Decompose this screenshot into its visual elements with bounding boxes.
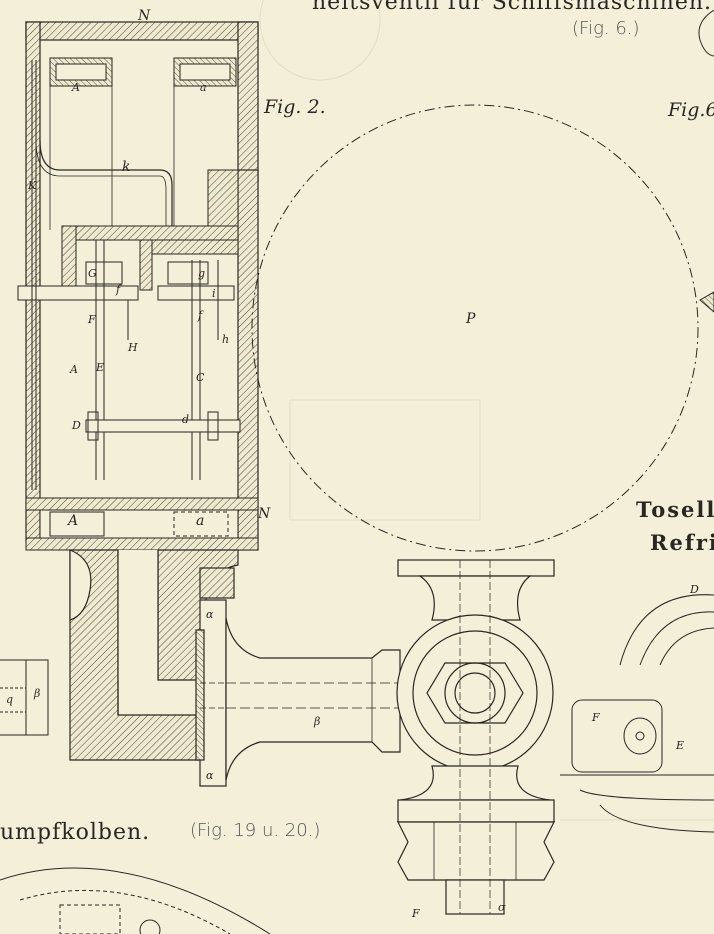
label-A-top: A [72, 81, 80, 94]
label-a-bottom: a [196, 513, 205, 529]
fig6-label: Fig.6 [668, 99, 714, 121]
header-fig-ref: (Fig. 6.) [572, 18, 640, 39]
label-k: k [122, 159, 131, 175]
label-beta-left: β [34, 687, 41, 700]
label-f2: f [198, 309, 203, 322]
fig2-label: Fig. 2. [264, 96, 326, 118]
label-E-right: E [676, 739, 685, 752]
section-title-line1: Tosell [636, 497, 714, 522]
label-i: i [212, 287, 216, 300]
pipe-k [39, 139, 173, 230]
left-fragment [0, 659, 49, 736]
label-D-right: D [690, 583, 699, 596]
cylinder-a [173, 57, 237, 230]
header-title: heitsventil für Schiffsmaschinen. [312, 0, 713, 15]
section-title-line2: Refri [650, 530, 714, 555]
caption-bottom: umpfkolben. [0, 820, 151, 845]
caption-bottom-fig-ref: (Fig. 19 u. 20.) [190, 820, 321, 841]
rod-K [31, 60, 37, 490]
circle-P [251, 104, 699, 552]
valve-mechanism [17, 240, 241, 480]
inner-partitions [61, 169, 239, 291]
label-q: q [6, 693, 14, 706]
label-P: P [466, 311, 476, 327]
cylinder-A [49, 57, 113, 230]
label-G: G [88, 267, 97, 280]
label-a-top: a [200, 81, 207, 94]
label-C: C [196, 371, 205, 384]
right-machine [560, 9, 714, 833]
valve-body [396, 559, 555, 915]
label-N-side: N [258, 506, 271, 522]
label-H: H [128, 341, 138, 354]
label-alpha-top: α [206, 608, 214, 621]
bottom-chambers [39, 509, 239, 539]
label-alpha-bottom: α [206, 769, 214, 782]
background-ghost-marks [259, 0, 714, 821]
label-F: F [88, 313, 96, 326]
label-h: h [222, 333, 230, 346]
label-F-right: F [592, 711, 600, 724]
label-g: g [198, 267, 206, 280]
pipe-beta [225, 617, 420, 781]
label-N-top: N [138, 8, 151, 24]
label-A-mid: A [70, 363, 78, 376]
label-sigma: σ [498, 901, 506, 914]
housing [25, 21, 259, 551]
label-d: d [182, 413, 190, 426]
label-beta: β [314, 715, 321, 728]
label-f: f [116, 283, 121, 296]
label-K: K [28, 179, 37, 192]
label-D: D [72, 419, 81, 432]
label-F-bottom: F [412, 907, 420, 920]
label-E: E [96, 361, 105, 374]
pedestal [69, 549, 239, 761]
label-A-bottom: A [68, 513, 79, 529]
bottom-disc [0, 867, 271, 934]
flange-alpha [195, 599, 227, 787]
